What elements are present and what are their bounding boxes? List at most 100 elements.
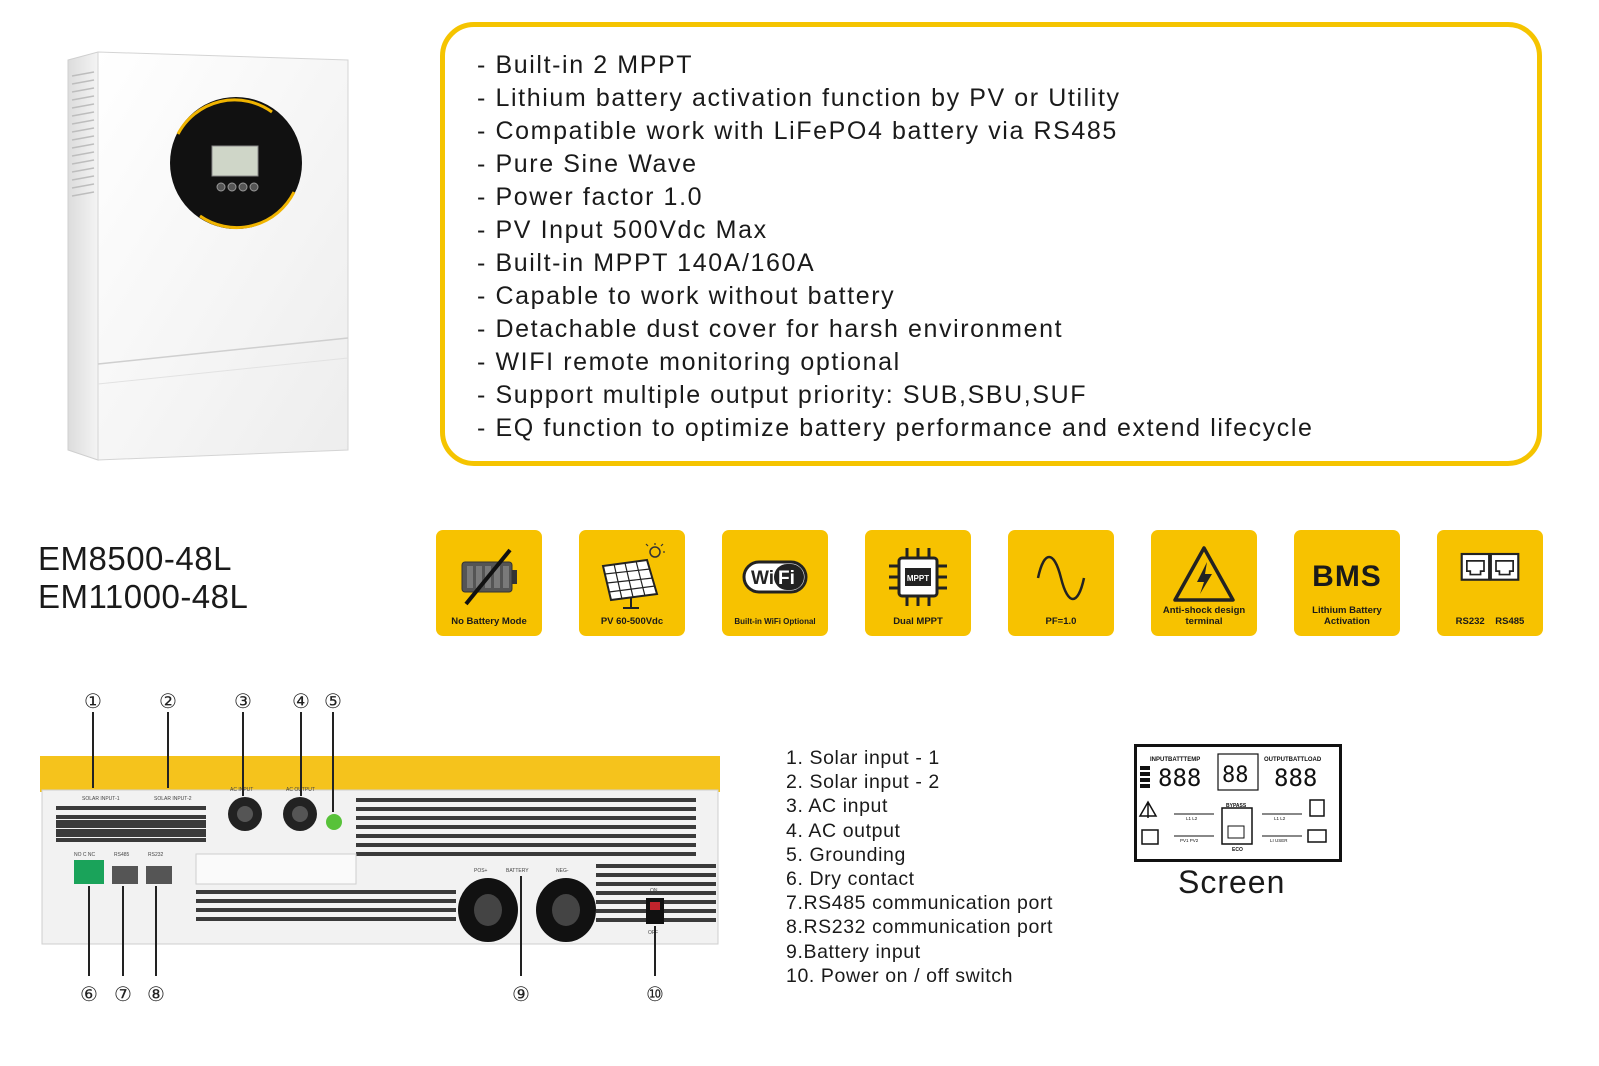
vent-slot — [196, 899, 456, 903]
tile-no-battery-mode: No Battery Mode — [436, 530, 542, 636]
callout-5: ⑤ — [324, 689, 342, 713]
lcd-eco: ECO — [1232, 847, 1243, 853]
tile-pv-voltage: PV 60-500Vdc — [579, 530, 685, 636]
vent-slot — [356, 798, 696, 802]
screen-label: Screen — [1178, 864, 1286, 900]
vent-slot — [56, 824, 206, 828]
grid-tower-icon — [1138, 800, 1158, 818]
tile-anti-shock: Anti-shock design terminal — [1151, 530, 1257, 636]
tile-label: PV 60-500Vdc — [600, 616, 664, 627]
feature-item: EQ function to optimize battery performa… — [477, 412, 1537, 445]
chip-icon: MPPT — [889, 548, 947, 606]
vent-slot — [56, 806, 206, 810]
appliance-icon — [1309, 799, 1325, 817]
vent-slot — [196, 890, 456, 894]
tile-label: RS232 RS485 — [1455, 616, 1525, 627]
port-item: 6. Dry contact — [786, 868, 915, 891]
vent-slot — [356, 834, 696, 838]
vent-slot — [196, 908, 456, 912]
model-name: EM11000-48L — [38, 578, 249, 615]
callout-1: ① — [84, 689, 102, 713]
bms-icon: BMS — [1312, 560, 1382, 593]
inverter-bottom-panel: SOLAR INPUT-1 SOLAR INPUT-2 AC INPUT AC … — [36, 688, 724, 1008]
tile-power-factor: PF=1.0 — [1008, 530, 1114, 636]
panel-label-battery: BATTERY — [506, 868, 529, 874]
sine-wave-icon — [1036, 556, 1086, 600]
lcd-input-header: INPUTBATTTEMP — [1150, 757, 1200, 763]
vent-slot — [356, 807, 696, 811]
panel-label-off: OFF — [648, 930, 658, 936]
callout-3: ③ — [234, 689, 252, 713]
port-item: 8.RS232 communication port — [786, 916, 1054, 939]
feature-item: Built-in 2 MPPT — [477, 49, 1537, 82]
svg-text:MPPT: MPPT — [907, 574, 929, 583]
feature-item: WIFI remote monitoring optional — [477, 346, 1537, 379]
vent-slot — [56, 820, 206, 824]
feature-item: PV Input 500Vdc Max — [477, 214, 1537, 247]
tile-label: Dual MPPT — [893, 616, 943, 627]
tile-label: Built-in WiFi Optional — [734, 617, 816, 626]
port-item: 10. Power on / off switch — [786, 964, 1014, 987]
no-battery-icon — [461, 548, 517, 606]
lcd-screen-diagram: INPUTBATTTEMP OUTPUTBATTLOAD 888 88 888 … — [1134, 744, 1342, 862]
wifi-icon: Wi Fi — [742, 560, 808, 594]
vent-slot — [356, 825, 696, 829]
lcd-bypass: BYPASS — [1226, 803, 1247, 809]
feature-item: Support multiple output priority: SUB,SB… — [477, 379, 1537, 412]
vent-slot — [596, 864, 716, 868]
vent-slot — [596, 882, 716, 886]
port-item: 9.Battery input — [786, 940, 921, 963]
feature-item: Capable to work without battery — [477, 280, 1537, 313]
vent-slot — [196, 917, 456, 921]
feature-item: Power factor 1.0 — [477, 181, 1537, 214]
port-item: 5. Grounding — [786, 843, 906, 866]
tile-bms: BMS Lithium Battery Activation — [1294, 530, 1400, 636]
svg-text:Wi: Wi — [751, 568, 774, 589]
vent-slot — [56, 833, 206, 837]
lcd-l1l2: L1 L2 — [1186, 816, 1198, 821]
feature-item: Built-in MPPT 140A/160A — [477, 247, 1537, 280]
tile-dual-mppt: MPPT Dual MPPT — [865, 530, 971, 636]
callout-2: ② — [159, 689, 177, 713]
lcd-l1l2-right: L1 L2 — [1274, 816, 1286, 821]
tile-label: Lithium Battery Activation — [1312, 605, 1382, 627]
tile-wifi: Wi Fi Built-in WiFi Optional — [722, 530, 828, 636]
solar-panel-icon — [1141, 829, 1159, 845]
vent-slot — [56, 815, 206, 819]
vent-slot — [356, 852, 696, 856]
callout-9: ⑨ — [512, 982, 530, 1006]
panel-label-dry: NO C NC — [74, 852, 96, 858]
feature-list-box: Built-in 2 MPPT Lithium battery activati… — [440, 22, 1542, 466]
port-item: 3. AC input — [786, 795, 888, 818]
tile-communication-ports: RS232 RS485 — [1437, 530, 1543, 636]
lcd-digits-right: 888 — [1274, 764, 1317, 792]
panel-label-neg: NEG- — [556, 868, 569, 874]
callout-4: ④ — [292, 689, 310, 713]
network-port-icon — [1460, 552, 1520, 581]
panel-label-rs232: RS232 — [148, 852, 164, 858]
panel-label-ac-input: AC INPUT — [230, 787, 253, 793]
feature-item: Pure Sine Wave — [477, 148, 1537, 181]
feature-item: Lithium battery activation function by P… — [477, 82, 1537, 115]
port-item: 7.RS485 communication port — [786, 892, 1054, 915]
high-voltage-icon — [1173, 546, 1235, 602]
svg-text:Fi: Fi — [778, 568, 795, 589]
callout-8: ⑧ — [147, 982, 165, 1006]
lcd-digits-left: 888 — [1158, 764, 1201, 792]
panel-label-pos: POS+ — [474, 868, 488, 874]
lcd-pv1pv2: PV1 PV2 — [1180, 838, 1199, 843]
inverter-product-image — [66, 46, 356, 466]
callout-7: ⑦ — [114, 982, 132, 1006]
callout-10: ⑩ — [646, 982, 664, 1006]
feature-item: Compatible work with LiFePO4 battery via… — [477, 115, 1537, 148]
vent-slot — [56, 829, 206, 833]
feature-item: Detachable dust cover for harsh environm… — [477, 313, 1537, 346]
panel-label-solar2: SOLAR INPUT-2 — [154, 796, 192, 802]
tile-label: Anti-shock design terminal — [1162, 605, 1246, 627]
vent-slot — [596, 873, 716, 877]
panel-label-rs485: RS485 — [114, 852, 130, 858]
lcd-li-user: LI USER — [1270, 838, 1288, 843]
port-item: 1. Solar input - 1 — [786, 747, 940, 769]
vent-slot — [356, 816, 696, 820]
lcd-output-header: OUTPUTBATTLOAD — [1264, 757, 1322, 763]
